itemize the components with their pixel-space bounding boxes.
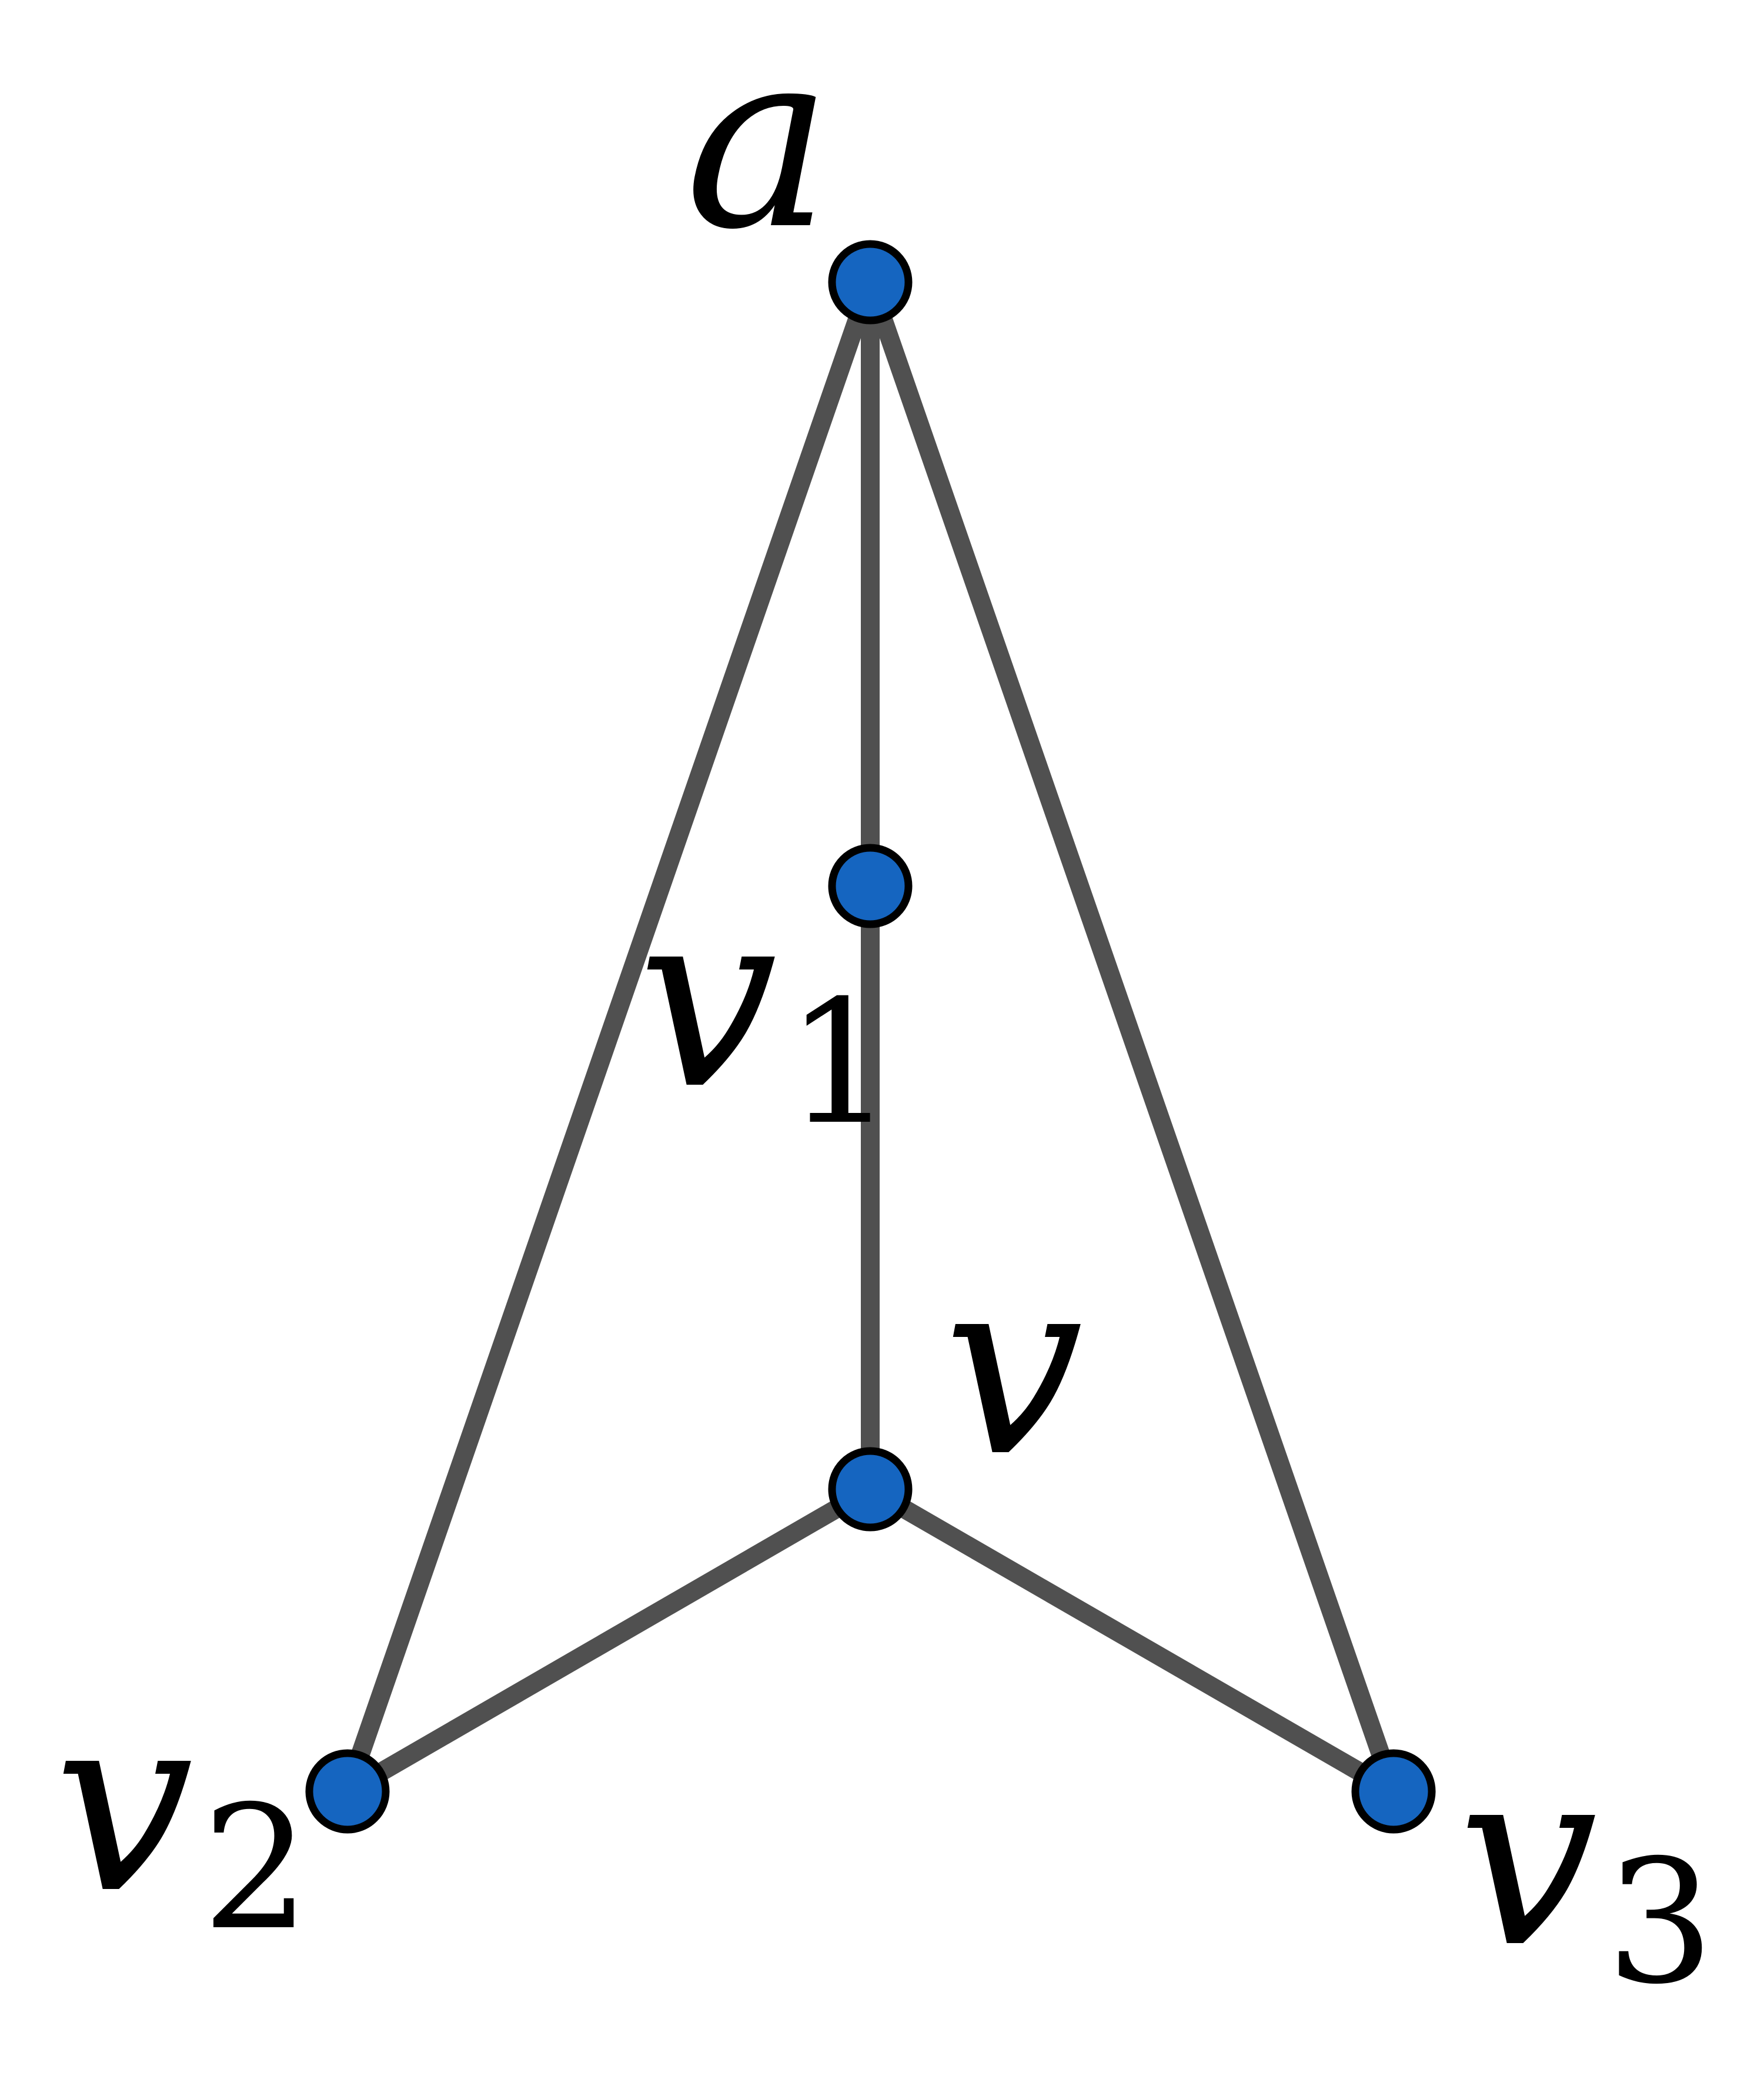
nodes xyxy=(305,240,1436,1834)
node-v xyxy=(828,1447,913,1532)
label-v3: v 3 xyxy=(1458,1714,1715,2022)
node-a xyxy=(828,240,913,325)
node-v3 xyxy=(1351,1749,1436,1834)
edges xyxy=(338,279,1403,1800)
node-v1 xyxy=(828,844,913,928)
edge-a-v3 xyxy=(861,279,1403,1795)
edge-a-v2 xyxy=(338,279,880,1795)
label-v2: v 2 xyxy=(54,1660,310,1968)
edge-v-v3 xyxy=(865,1481,1399,1800)
label-v: v xyxy=(944,1223,1083,1511)
labels: a v 1 v v 2 v 3 xyxy=(54,0,1715,2022)
node-v2 xyxy=(305,1749,390,1834)
label-a: a xyxy=(685,0,832,284)
edge-v-v2 xyxy=(342,1481,876,1800)
label-v1: v 1 xyxy=(638,856,894,1162)
